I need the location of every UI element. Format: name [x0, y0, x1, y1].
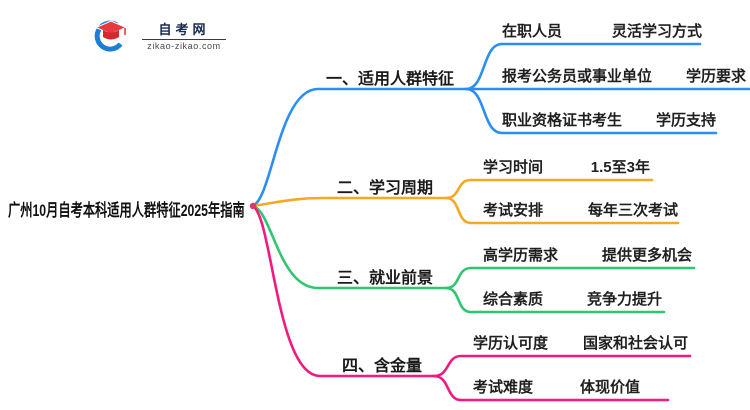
branch-4-main-line [250, 204, 436, 378]
branch-2-child-1-line [444, 178, 654, 200]
branch-4-child-2-line [432, 374, 670, 402]
leaf-right-label: 体现价值 [579, 379, 640, 396]
branch-2-child-2-line [444, 196, 680, 225]
logo-text-block: 自考网 zikao-zikao.com [142, 22, 226, 51]
leaf-right-label: 竞争力提升 [586, 291, 662, 308]
leaf-right-label: 每年三次考试 [587, 202, 678, 219]
leaf-node[interactable]: 考试安排 每年三次考试 [483, 199, 678, 220]
leaf-right-label: 国家和社会认可 [582, 335, 688, 352]
branch-2-connectors [250, 178, 680, 225]
leaf-right-label: 学历支持 [655, 112, 716, 129]
logo-divider [142, 38, 226, 40]
logo-title: 自考网 [158, 21, 210, 37]
leaf-node[interactable]: 学历认可度 国家和社会认可 [473, 332, 688, 353]
branch-1-connectors [250, 42, 750, 208]
leaf-left-label: 在职人员 [502, 23, 563, 40]
leaf-left-label: 综合素质 [483, 291, 544, 308]
leaf-node[interactable]: 职业资格证书考生 学历支持 [502, 109, 716, 130]
leaf-right-label: 学历要求 [685, 68, 746, 85]
branch-3-child-1-line [444, 266, 696, 290]
root-node[interactable]: 广州10月自考本科适用人群特征2025年指南 [8, 201, 245, 220]
leaf-node[interactable]: 综合素质 竞争力提升 [483, 288, 662, 309]
site-logo[interactable]: 自考网 zikao-zikao.com [90, 18, 226, 54]
root-junction-dot [249, 202, 257, 210]
leaf-right-label: 1.5至3年 [590, 159, 650, 176]
branch-1-main-line [250, 87, 468, 208]
leaf-left-label: 高学历需求 [483, 247, 559, 264]
graduation-cap-icon [94, 20, 128, 52]
branch-node-1[interactable]: 一、适用人群特征 [325, 71, 454, 88]
leaf-node[interactable]: 高学历需求 提供更多机会 [483, 244, 692, 265]
branch-2-main-line [250, 196, 448, 208]
leaf-left-label: 职业资格证书考生 [502, 112, 623, 129]
branch-node-4[interactable]: 四、含金量 [341, 358, 422, 375]
leaf-left-label: 考试难度 [473, 379, 534, 396]
logo-domain: zikao-zikao.com [147, 40, 221, 51]
branch-1-child-1-line [464, 42, 702, 91]
branch-3-child-2-line [444, 286, 666, 314]
branch-3-connectors [250, 204, 696, 314]
leaf-left-label: 报考公务员或事业单位 [502, 68, 653, 85]
branch-3-main-line [250, 204, 448, 290]
branch-4-connectors [250, 204, 692, 402]
leaf-left-label: 学习时间 [483, 159, 544, 176]
branch-1-child-3-line [464, 87, 718, 135]
leaf-node[interactable]: 考试难度 体现价值 [473, 376, 640, 397]
branch-4-child-1-line [432, 354, 692, 378]
leaf-node[interactable]: 在职人员 灵活学习方式 [502, 20, 702, 41]
leaf-right-label: 提供更多机会 [601, 247, 692, 264]
leaf-right-label: 灵活学习方式 [611, 23, 702, 40]
leaf-node[interactable]: 学习时间 1.5至3年 [483, 156, 650, 177]
branch-node-3[interactable]: 三、就业前景 [336, 270, 433, 287]
leaf-left-label: 学历认可度 [473, 335, 549, 352]
leaf-node[interactable]: 报考公务员或事业单位 学历要求 [502, 65, 746, 86]
leaf-left-label: 考试安排 [483, 202, 544, 219]
branch-node-2[interactable]: 二、学习周期 [336, 180, 433, 197]
